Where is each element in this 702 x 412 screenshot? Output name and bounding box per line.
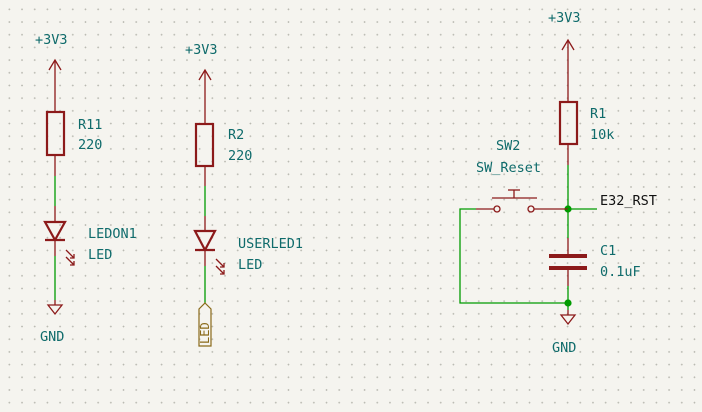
global-label-led[interactable]: LED <box>198 302 212 347</box>
resistor-r2[interactable] <box>194 103 215 186</box>
resistor-r11[interactable] <box>45 92 66 176</box>
r2-value: 220 <box>228 148 252 164</box>
sw2-ref: SW2 <box>496 138 520 154</box>
ledon1-ref: LEDON1 <box>88 226 137 242</box>
r2-ref: R2 <box>228 127 244 143</box>
e32-rst-net-label: E32_RST <box>600 193 657 209</box>
wire-sw-gnd <box>459 208 568 304</box>
gnd-label-2: GND <box>552 340 576 356</box>
led-userled1[interactable] <box>193 216 225 275</box>
c1-ref: C1 <box>600 243 616 259</box>
capacitor-c1[interactable] <box>549 238 587 286</box>
userled1-ref: USERLED1 <box>238 236 303 252</box>
c1-value: 0.1uF <box>600 264 641 280</box>
junction-gnd <box>564 299 572 307</box>
led-net-label: LED <box>198 322 212 344</box>
vcc-label-2: +3V3 <box>185 42 218 58</box>
gnd-symbol-2[interactable] <box>559 310 577 326</box>
vcc-symbol-3[interactable] <box>561 38 575 80</box>
r11-ref: R11 <box>78 117 102 133</box>
gnd-symbol-1[interactable] <box>46 300 64 316</box>
vcc-label-3: +3V3 <box>548 10 581 26</box>
userled1-value: LED <box>238 257 262 273</box>
r11-value: 220 <box>78 137 102 153</box>
resistor-r1[interactable] <box>558 80 579 165</box>
vcc-label-1: +3V3 <box>35 32 68 48</box>
switch-sw2[interactable] <box>476 189 568 213</box>
ledon1-value: LED <box>88 247 112 263</box>
r1-ref: R1 <box>590 106 606 122</box>
vcc-symbol-1[interactable] <box>48 58 62 92</box>
sw2-value: SW_Reset <box>476 160 541 176</box>
gnd-label-1: GND <box>40 329 64 345</box>
r1-value: 10k <box>590 127 614 143</box>
vcc-symbol-2[interactable] <box>198 68 212 103</box>
led-ledon1[interactable] <box>43 206 75 266</box>
